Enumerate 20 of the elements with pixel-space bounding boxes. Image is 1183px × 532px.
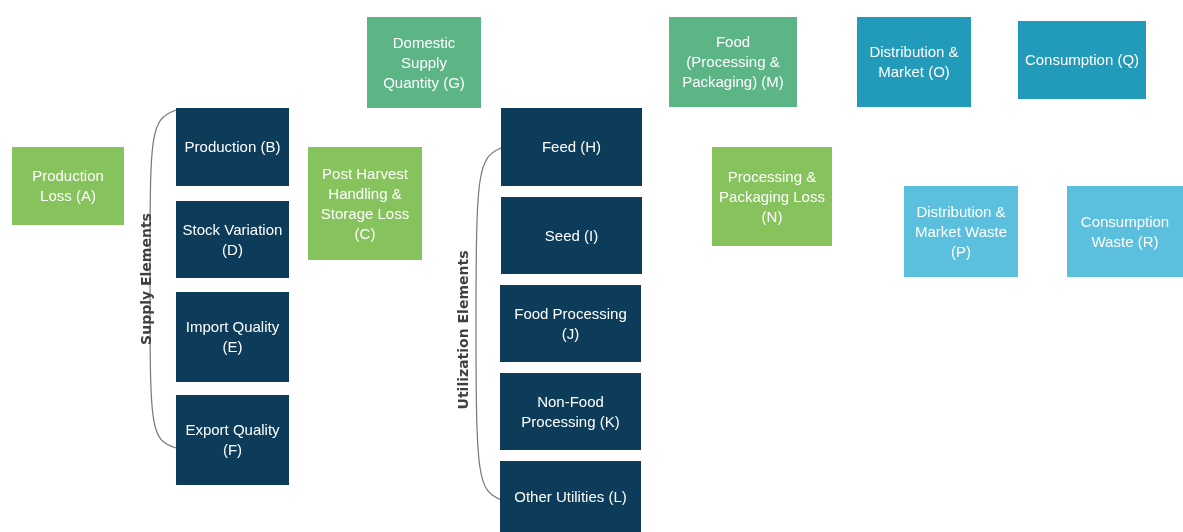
category-box: Seed (I) bbox=[501, 197, 642, 274]
category-box: Consumption (Q) bbox=[1018, 21, 1146, 99]
category-box: Stock Variation (D) bbox=[176, 201, 289, 278]
category-box: Feed (H) bbox=[501, 108, 642, 186]
group-label: Utilization Elements bbox=[455, 250, 471, 410]
category-box: Non-Food Processing (K) bbox=[500, 373, 641, 450]
category-box: Distribution & Market Waste (P) bbox=[904, 186, 1018, 277]
category-box: Production (B) bbox=[176, 108, 289, 186]
category-box: Export Quality (F) bbox=[176, 395, 289, 485]
category-box: Processing & Packaging Loss (N) bbox=[712, 147, 832, 246]
category-box: Food (Processing & Packaging) (M) bbox=[669, 17, 797, 107]
category-box: Food Processing (J) bbox=[500, 285, 641, 362]
group-label: Supply Elements bbox=[138, 213, 154, 345]
category-box: Domestic Supply Quantity (G) bbox=[367, 17, 481, 108]
category-box: Production Loss (A) bbox=[12, 147, 124, 225]
category-box: Distribution & Market (O) bbox=[857, 17, 971, 107]
category-box: Post Harvest Handling & Storage Loss (C) bbox=[308, 147, 422, 260]
category-box: Other Utilities (L) bbox=[500, 461, 641, 532]
category-box: Import Quality (E) bbox=[176, 292, 289, 382]
category-box: Consumption Waste (R) bbox=[1067, 186, 1183, 277]
